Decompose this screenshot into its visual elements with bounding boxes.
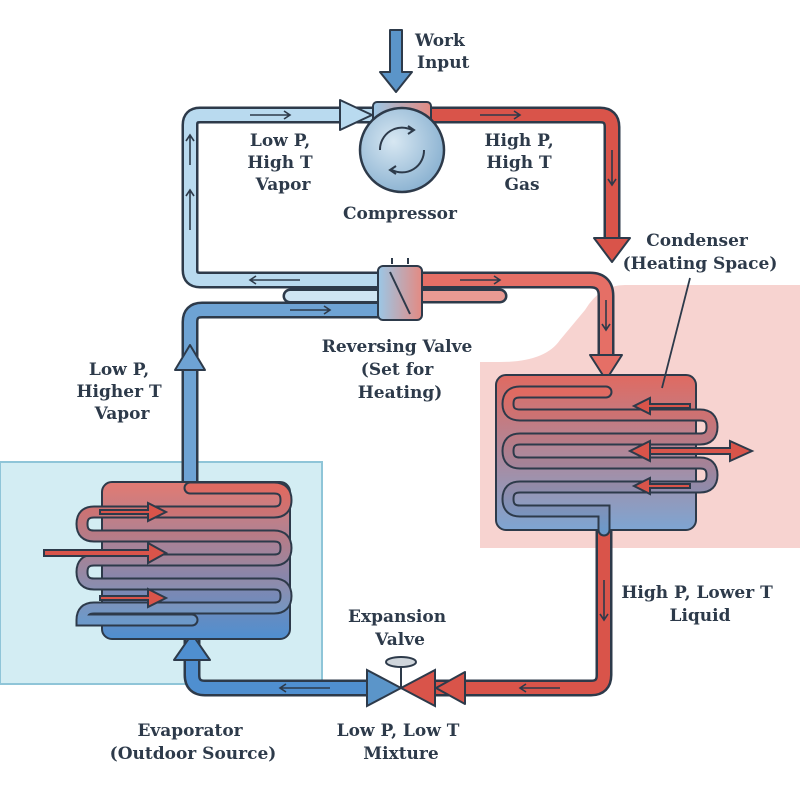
- low-p-high-t-vapor-label: Low P, High T Vapor: [247, 131, 318, 195]
- reversing-valve-label: Reversing Valve (Set for Heating): [322, 337, 479, 403]
- evaporator-to-valve-pipe: [181, 301, 389, 491]
- low-p-higher-t-vapor-label: Low P, Higher T Vapor: [76, 360, 167, 424]
- pipes: [181, 106, 621, 697]
- compressor: [358, 101, 446, 194]
- expansion-valve-label: Expansion Valve: [348, 607, 452, 650]
- evaporator: [43, 481, 293, 640]
- condenser: [495, 374, 755, 537]
- vapor-up-arrowhead: [174, 344, 206, 371]
- suction-arrowhead: [339, 99, 373, 131]
- discharge-arrowhead: [593, 237, 631, 263]
- evaporator-inlet-arrowhead: [173, 633, 211, 661]
- condenser-label: Condenser (Heating Space): [623, 231, 778, 274]
- pipe-flow-arrows: [185, 110, 617, 693]
- expansion-inlet-arrowhead: [435, 671, 466, 705]
- low-p-low-t-mixture-label: Low P, Low T Mixture: [337, 721, 466, 764]
- high-p-lower-t-liquid-label: High P, Lower T Liquid: [621, 583, 778, 626]
- compressor-label: Compressor: [343, 204, 458, 224]
- work-input-arrow: [379, 29, 413, 93]
- condenser-inlet-arrowhead: [589, 354, 623, 381]
- liquid-line-pipe: [421, 521, 613, 697]
- condenser-leader-line: [661, 277, 691, 389]
- high-p-high-t-gas-label: High P, High T Gas: [484, 131, 559, 195]
- work-input-label: Work Input: [414, 31, 471, 73]
- evaporator-label: Evaporator (Outdoor Source): [110, 721, 277, 764]
- expansion-valve: [366, 656, 436, 708]
- big-arrows: [173, 29, 631, 705]
- reversing-valve: [377, 258, 423, 321]
